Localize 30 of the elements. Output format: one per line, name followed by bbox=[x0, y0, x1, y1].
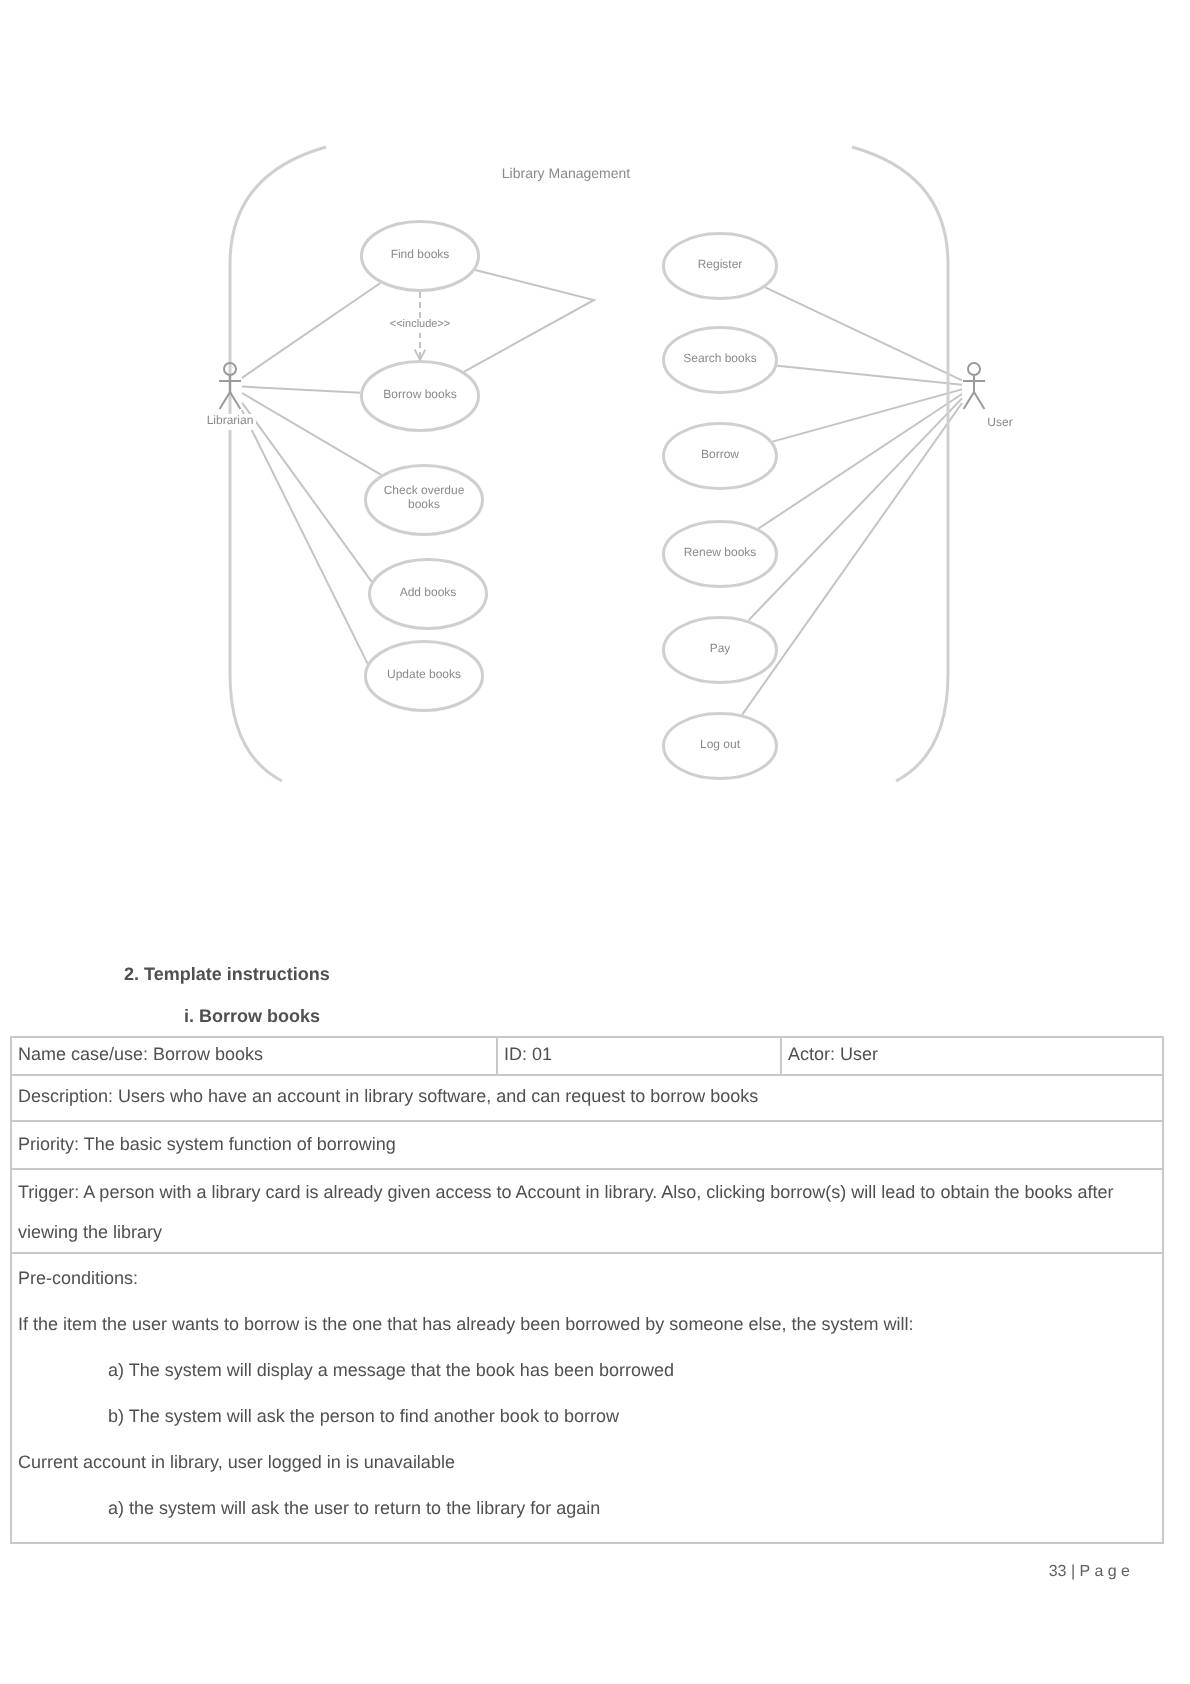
subsection-heading: i. Borrow books bbox=[184, 1004, 321, 1028]
cell-text: Current account in library, user logged in is unavailable bbox=[16, 1450, 457, 1476]
table-cell: ID: 01 bbox=[498, 1038, 782, 1074]
actor-figure bbox=[962, 362, 986, 410]
actor-figure bbox=[218, 362, 242, 410]
cell-text: If the item the user wants to borrow is the one that has already been borrowed by someone else, the system will: bbox=[16, 1312, 916, 1338]
table-cell: Trigger: A person with a library card is already given access to Account in library. Also, clicking borrow(s) will lead to obtain the books after viewing the library bbox=[12, 1170, 1162, 1254]
connector-line bbox=[240, 409, 369, 665]
table-cell: Priority: The basic system function of borrowing bbox=[12, 1122, 1162, 1170]
cell-text: a) the system will ask the user to return to the library for again bbox=[106, 1496, 603, 1522]
connector-line bbox=[241, 385, 362, 394]
page-number: 33 | P a g e bbox=[1048, 1562, 1130, 1582]
cell-text: b) The system will ask the person to find another book to borrow bbox=[106, 1404, 621, 1430]
table-cell-text: Actor: User bbox=[786, 1042, 881, 1069]
connector-line bbox=[241, 392, 383, 476]
connector-line bbox=[463, 269, 597, 373]
connector-line bbox=[747, 397, 963, 622]
cell-text: a) The system will display a message that the book has been borrowed bbox=[106, 1358, 676, 1384]
connector-line bbox=[771, 388, 963, 443]
connector-line bbox=[241, 401, 373, 583]
connector-line bbox=[741, 402, 963, 716]
connector-line bbox=[241, 282, 382, 379]
table-cell: Description: Users who have an account in library software, and can request to borrow books bbox=[12, 1076, 1162, 1122]
connector-line bbox=[776, 364, 963, 386]
connector-line bbox=[764, 286, 963, 382]
cell-text: Pre-conditions: bbox=[16, 1266, 141, 1292]
connector-line bbox=[757, 393, 963, 530]
section-heading: 2. Template instructions bbox=[124, 962, 330, 986]
table-cell: Name case/use: Borrow books bbox=[12, 1038, 498, 1074]
dashed-arrow bbox=[413, 291, 427, 361]
